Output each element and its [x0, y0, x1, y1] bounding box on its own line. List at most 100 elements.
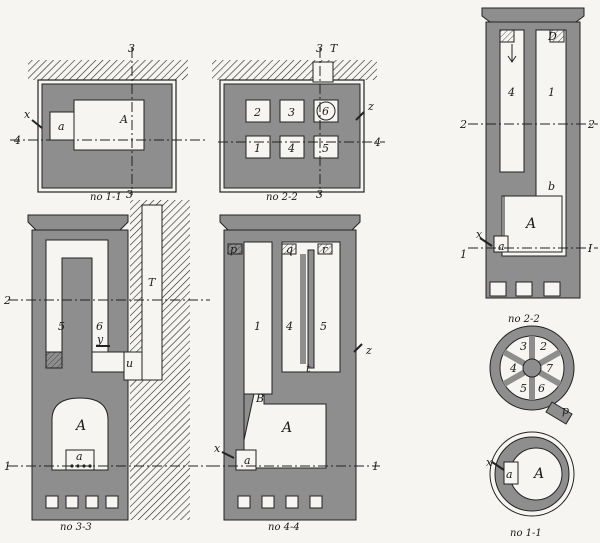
damper-hatch	[45, 351, 63, 369]
door-x-arrow	[221, 451, 235, 459]
label-2-right: 2	[587, 118, 595, 131]
label-2: 2	[539, 340, 547, 353]
label-z: z	[365, 344, 372, 357]
label-3-top: 3	[128, 42, 135, 55]
label-3: 3	[520, 340, 527, 353]
base-vent	[85, 495, 99, 509]
label-1-left: 1	[460, 248, 467, 261]
ash-pit-a	[49, 111, 75, 141]
label-A: A	[119, 113, 128, 126]
grate-hole	[76, 464, 80, 468]
label-2-left: 2	[459, 118, 467, 131]
door-x-arrow	[479, 237, 493, 247]
label-2: 2	[3, 294, 11, 307]
firebox-A	[503, 195, 563, 253]
label-z: z	[367, 100, 374, 113]
base-vent	[309, 495, 323, 509]
label-5: 5	[520, 382, 527, 395]
stove-outline	[219, 79, 365, 193]
hatch-q	[281, 243, 297, 255]
flow-arrow	[507, 44, 517, 63]
divider-4-5	[300, 254, 306, 364]
base-vent	[65, 495, 79, 509]
label-4: 4	[285, 320, 293, 333]
label-T: T	[148, 276, 157, 289]
cornice	[219, 214, 361, 231]
chimney-link	[123, 351, 143, 381]
label-p: p	[562, 404, 569, 417]
label-a: a	[506, 468, 513, 481]
label-1: 1	[548, 86, 555, 99]
label-y: y	[96, 333, 104, 346]
label-r: r	[322, 243, 328, 256]
base-vent	[237, 495, 251, 509]
door-z-arrow	[353, 343, 363, 353]
caption-r-1-1: по 1-1	[510, 528, 542, 539]
label-7: 7	[546, 362, 553, 375]
label-3-bottom: 3	[316, 188, 323, 201]
label-x: x	[214, 442, 221, 455]
base-vent	[489, 281, 507, 297]
label-2: 2	[253, 106, 261, 119]
label-4: 4	[13, 134, 21, 147]
label-D: D	[547, 30, 557, 43]
wall-hatch	[212, 60, 377, 80]
channel-divider-t	[307, 249, 315, 369]
ash-door-a	[503, 461, 519, 485]
base-vent	[543, 281, 561, 297]
base-vent	[261, 495, 275, 509]
label-A: A	[280, 420, 292, 436]
label-A: A	[524, 216, 536, 232]
door-x-arrow	[491, 461, 505, 471]
label-b: b	[548, 180, 555, 193]
label-4: 4	[509, 362, 517, 375]
label-A: A	[74, 418, 86, 434]
label-x: x	[476, 228, 483, 241]
duct-p	[545, 401, 573, 425]
stove-outline	[37, 79, 177, 193]
hatch-r	[317, 243, 333, 255]
label-1-right: 1	[372, 460, 379, 473]
plan-section-2-2: 2 3 6 1 4 5 3 T z 4 3 по 2-2	[212, 42, 385, 203]
label-3: 3	[288, 106, 295, 119]
ash-door-a	[235, 449, 257, 471]
base-vent	[45, 495, 59, 509]
label-6: 6	[322, 105, 329, 118]
label-6: 6	[96, 320, 103, 333]
base-vent	[105, 495, 119, 509]
cornice	[481, 7, 585, 23]
channel-to-chimney	[91, 351, 125, 373]
chimney-T	[141, 204, 163, 381]
label-a: a	[58, 120, 65, 133]
label-5: 5	[320, 320, 327, 333]
label-1: 1	[254, 142, 261, 155]
label-6: 6	[538, 382, 545, 395]
plan-section-1-1: A a x 4 3 3 по 1-1	[10, 42, 205, 203]
caption-3-3: по 3-3	[60, 522, 92, 533]
cornice	[27, 214, 129, 231]
caption-2-2: по 2-2	[266, 192, 298, 203]
label-1: 1	[254, 320, 261, 333]
hatch-p	[227, 243, 243, 255]
channel-1	[243, 241, 273, 395]
caption-4-4: по 4-4	[268, 522, 300, 533]
label-5: 5	[58, 320, 65, 333]
label-3-bottom: 3	[126, 188, 133, 201]
caption-1-1: по 1-1	[90, 192, 122, 203]
base-vent	[515, 281, 533, 297]
label-4: 4	[287, 142, 295, 155]
label-I: I	[587, 242, 593, 255]
door-x-arrow	[31, 119, 43, 129]
flue-3	[279, 99, 305, 123]
label-p: p	[230, 243, 237, 256]
chimney-T	[312, 61, 334, 83]
round-plan-section-1-1: A a x по 1-1	[486, 431, 575, 539]
label-T: T	[330, 42, 339, 55]
label-B: B	[255, 392, 264, 405]
center-hub	[522, 358, 542, 378]
label-a: a	[498, 240, 505, 253]
flue-6-circle	[316, 101, 336, 121]
label-u: u	[126, 357, 133, 370]
outer-ring	[489, 431, 575, 517]
